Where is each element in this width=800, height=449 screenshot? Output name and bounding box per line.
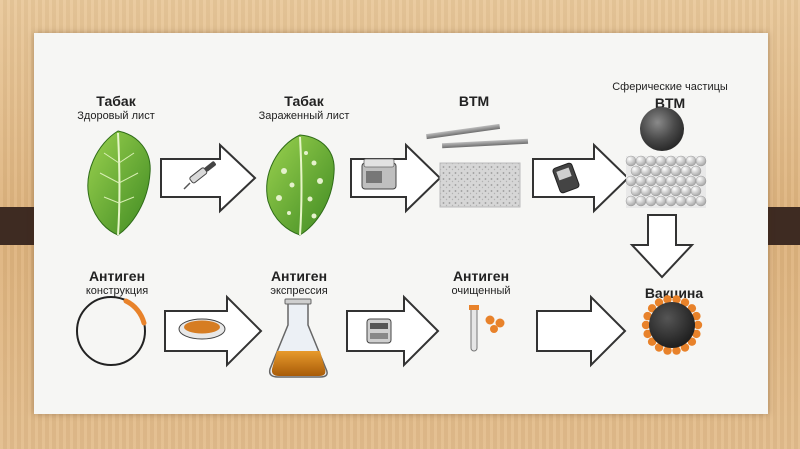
label-title: Вакцина [644,285,704,301]
label-title: Табак [284,93,324,109]
healthy-leaf-icon [87,130,151,236]
label-tobacco-infected: Табак Зараженный лист [244,93,364,123]
erlenmeyer-flask-icon [268,298,328,378]
label-antigen-construct: Антиген конструкция [62,268,172,298]
plasmid-ring-icon [76,296,147,366]
arrow-down-icon [629,214,695,279]
label-subtitle: конструкция [85,285,149,297]
diagram-card: Табак Здоровый лист Табак Зараженный лис… [34,33,768,414]
label-title: Антиген [270,268,328,284]
arrow-right-icon [532,142,630,214]
label-subtitle: экспрессия [270,285,328,297]
tmv-micrograph [439,162,521,208]
handheld-device-icon [552,162,580,194]
label-subtitle: Сферические частицы [612,81,728,93]
label-title: Антиген [88,268,146,284]
centrifuge-icon [361,158,397,190]
label-vaccine: Вакцина [619,285,729,301]
test-tube-icon [469,305,479,352]
infected-leaf-icon [266,134,335,236]
label-title: Табак [96,93,136,109]
purified-antigen-dots [485,315,505,333]
label-subtitle: Здоровый лист [77,110,155,122]
label-subtitle: Зараженный лист [258,110,350,122]
diagram-artwork [76,107,707,378]
label-antigen-purified: Антиген очищенный [426,268,536,298]
label-title: Антиген [452,268,510,284]
label-tmv: BTM [434,93,514,109]
syringe-icon [183,161,216,190]
arrow-right-icon [536,294,627,368]
arrow-right-icon [346,294,440,368]
label-tobacco-healthy: Табак Здоровый лист [66,93,166,123]
vaccine-particle-icon [641,295,703,355]
particle-cluster-icon [625,155,707,208]
petri-dish-icon [178,318,226,340]
label-subtitle: очищенный [451,285,511,297]
arrow-right-icon [160,142,257,214]
label-tmv-spherical: Сферические частицы BTM [590,80,750,111]
tmv-rods-icon [426,123,529,149]
spherical-particle-icon [640,107,684,151]
label-title: BTM [654,95,686,111]
label-antigen-expression: Антиген экспрессия [244,268,354,298]
label-title: BTM [458,93,490,109]
lab-instrument-icon [366,318,392,344]
